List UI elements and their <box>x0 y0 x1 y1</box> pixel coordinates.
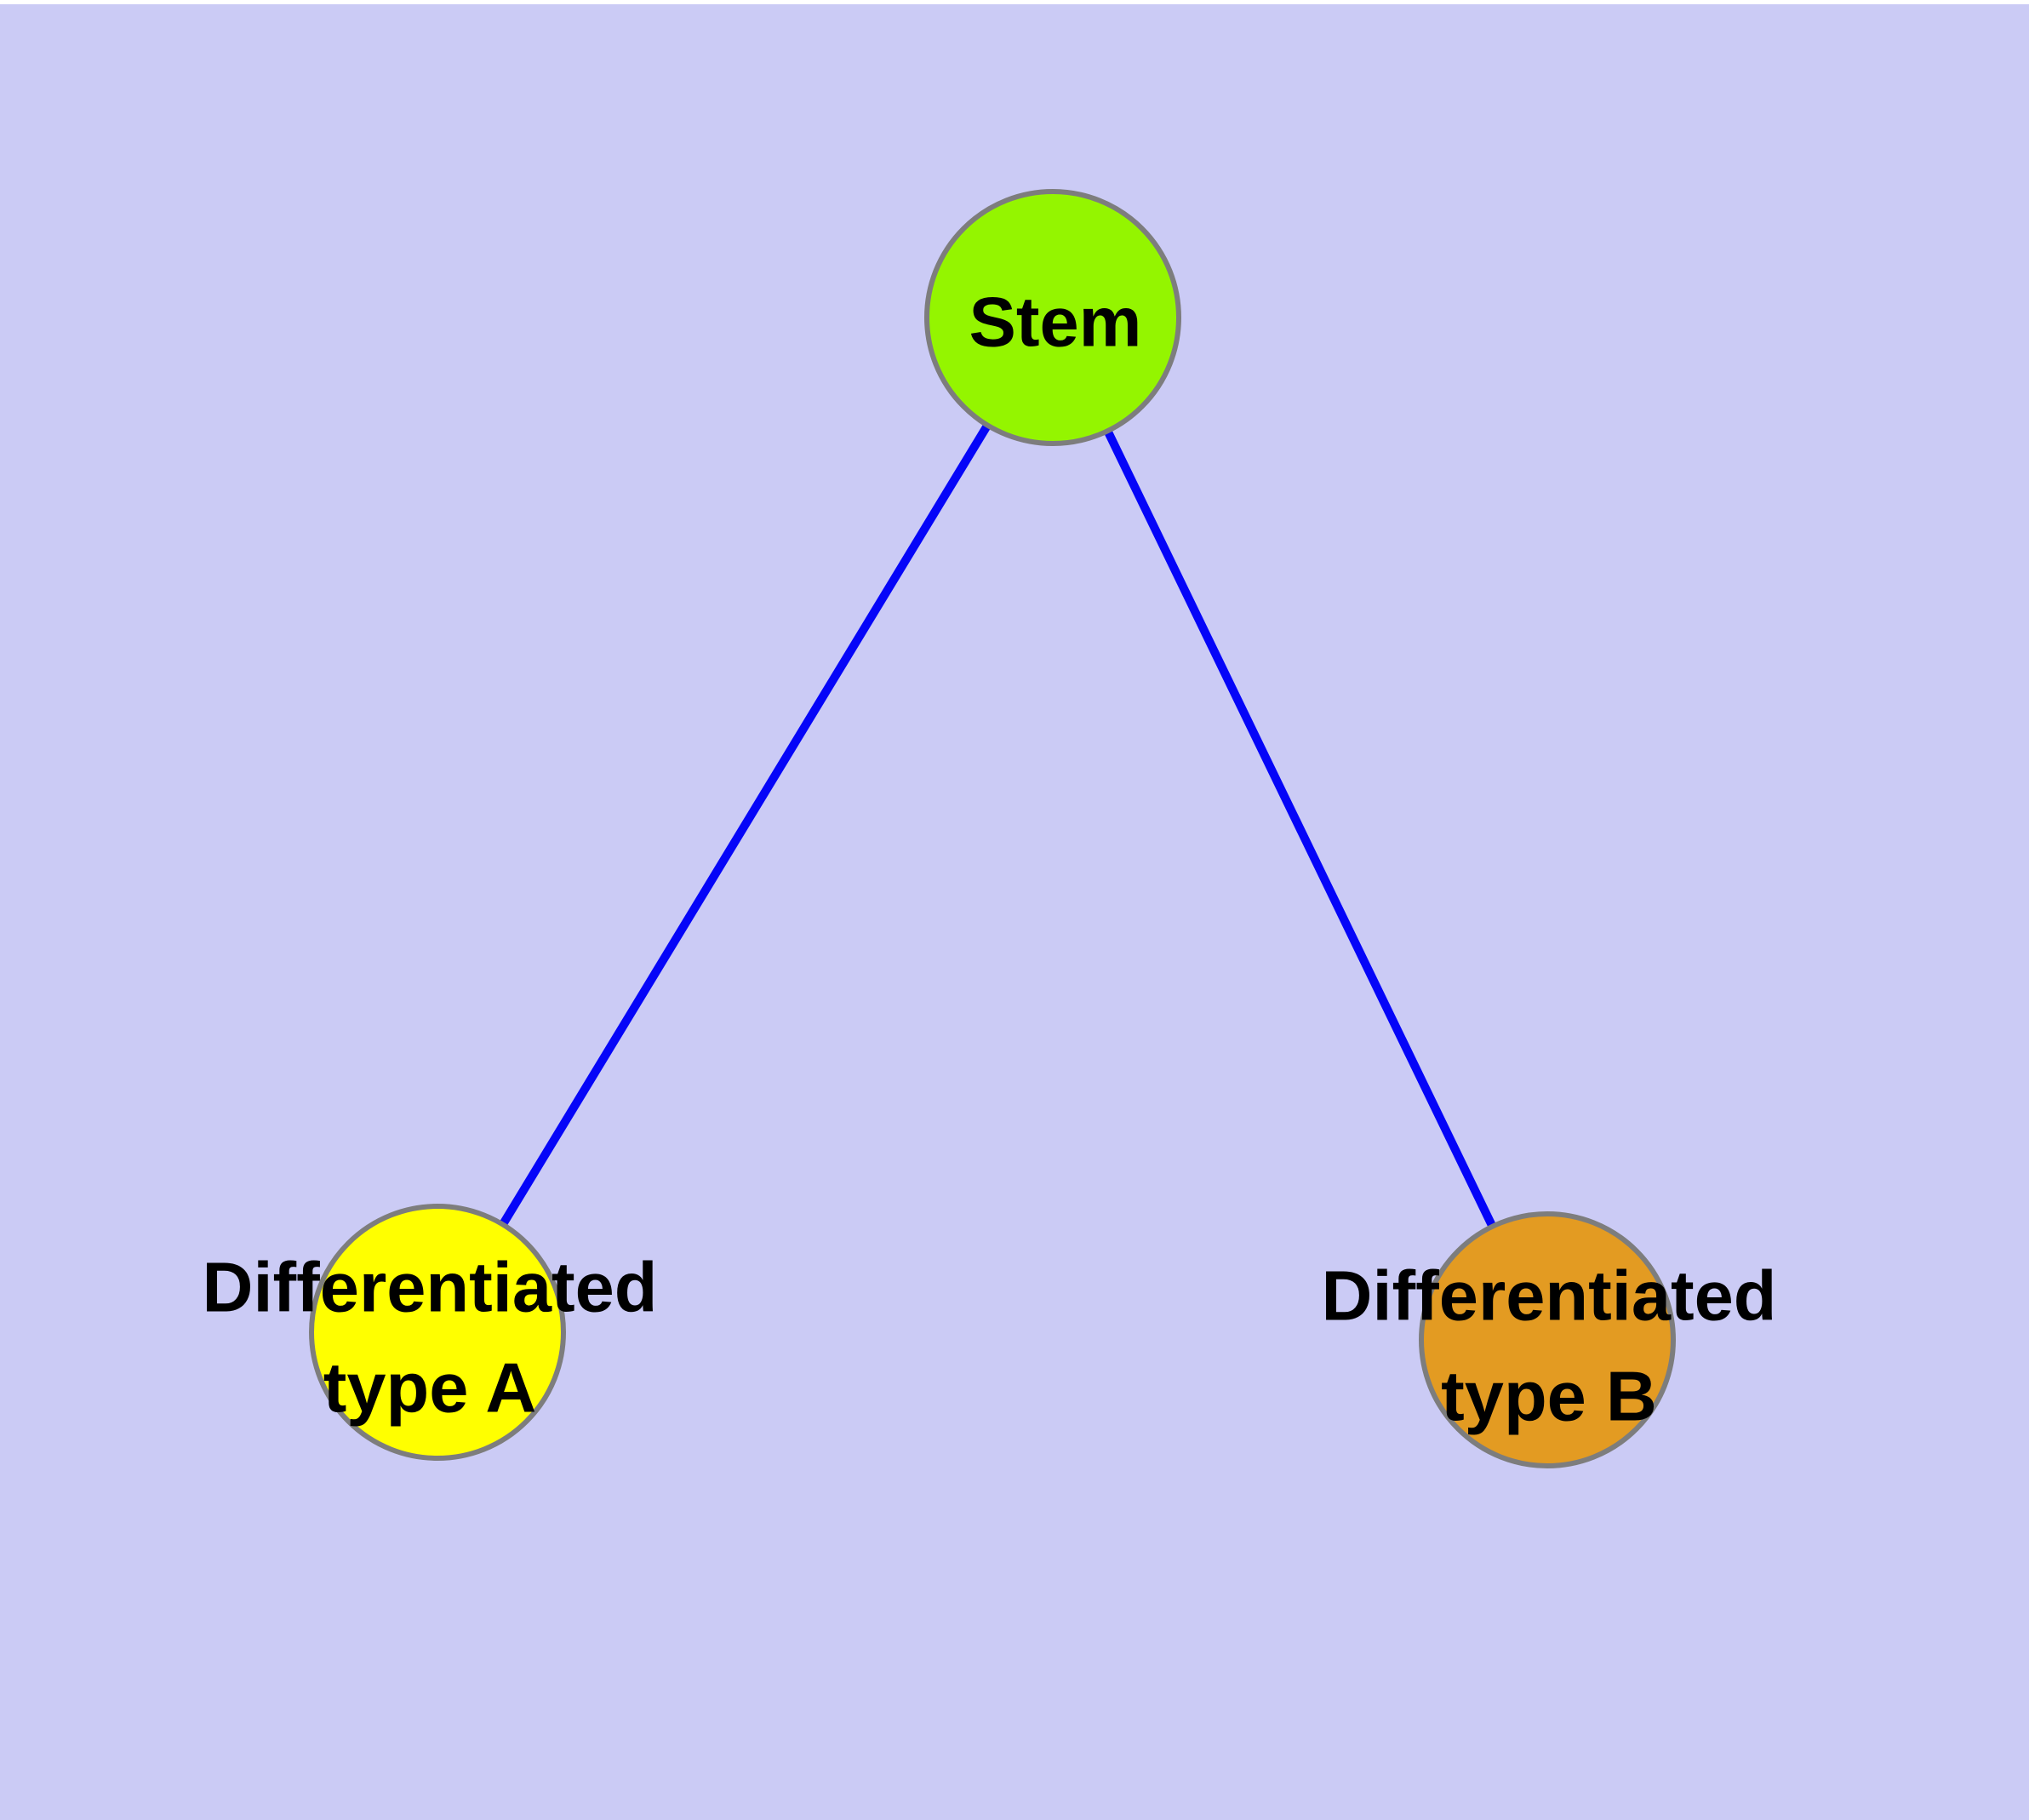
node-stem[interactable] <box>924 189 1181 446</box>
node-type-b-label-line2: type B <box>1441 1357 1657 1436</box>
edge-stem-to-type-b <box>1049 315 1552 1342</box>
node-type-a-label-line1: Differentiated <box>203 1248 658 1327</box>
node-type-a-label-line2: type A <box>323 1348 537 1428</box>
edge-stem-to-type-a <box>433 315 1057 1335</box>
node-type-b-label-line1: Differentiated <box>1322 1256 1777 1336</box>
node-stem-label: Stem <box>969 283 1142 362</box>
node-differentiated-type-a[interactable] <box>309 1204 566 1461</box>
node-differentiated-type-b[interactable] <box>1419 1211 1676 1468</box>
